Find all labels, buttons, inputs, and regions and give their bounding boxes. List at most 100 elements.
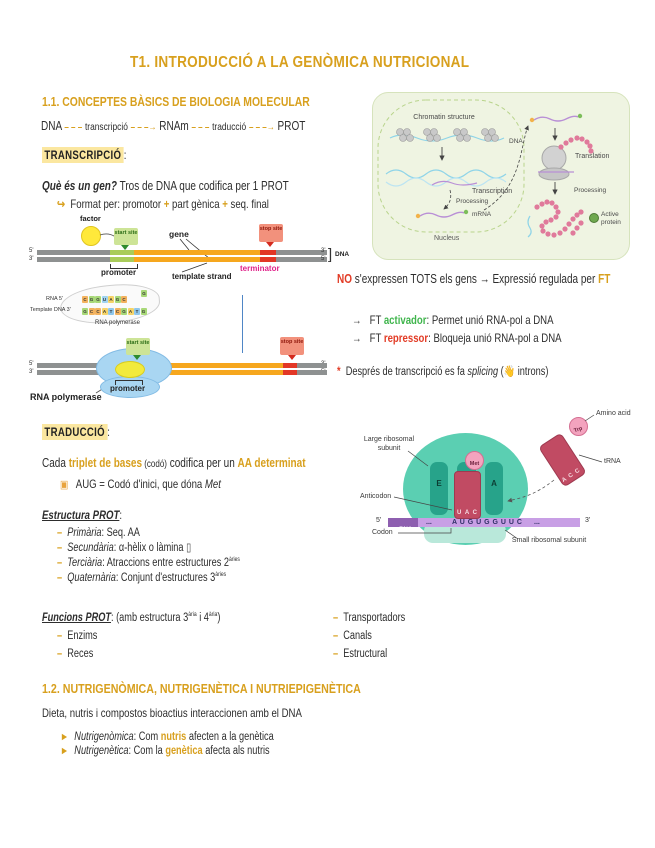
dna-strand-top-1 bbox=[37, 250, 327, 255]
section-1-2-heading-row: 1.2. NUTRIGENÒMICA, NUTRIGENÈTICA I NUTR… bbox=[42, 680, 431, 698]
rna-base: C bbox=[82, 296, 88, 303]
transcripcio-colon: : bbox=[123, 148, 127, 162]
funcions-title: Funcions PROT bbox=[42, 612, 111, 624]
missing-glyph-box-icon: ▯ bbox=[186, 542, 192, 554]
item-name: Primària bbox=[67, 527, 102, 539]
rna-base: A bbox=[108, 296, 114, 303]
funcions-right-1: – Transportadors bbox=[333, 608, 423, 626]
cell-dna-label: DNA bbox=[509, 138, 523, 145]
rna-base: G bbox=[114, 296, 121, 303]
gene-segment-2b bbox=[150, 370, 293, 375]
codon-gold-1: triplet de bases bbox=[68, 456, 143, 470]
folded-protein bbox=[534, 199, 584, 238]
promoter-bracket-1 bbox=[110, 264, 138, 269]
d2-five-left: 5' bbox=[29, 361, 34, 367]
dash-icon: – bbox=[57, 630, 63, 642]
inset-template-label: Template DNA 3' bbox=[30, 307, 71, 313]
ft-repressor-key: repressor bbox=[383, 331, 429, 345]
active-badge bbox=[589, 213, 599, 223]
ribosome-large bbox=[541, 145, 567, 171]
ft-activator-row: → FT activador: Permet unió RNA-pol a DN… bbox=[352, 311, 604, 329]
codon-gold-2: AA determinat bbox=[237, 456, 306, 470]
note-box-icon: ▣ bbox=[60, 479, 69, 491]
amino-acid-label: Amino acid bbox=[596, 410, 631, 417]
nucleosomes bbox=[396, 128, 499, 142]
active-protein-label-1: Active bbox=[601, 211, 619, 218]
ft-line-1: s'expressen TOTS els gens → Expressió re… bbox=[352, 272, 599, 286]
met-residue: Met bbox=[465, 451, 484, 470]
mrna-dots-right: ... bbox=[534, 519, 540, 526]
terminator-label: terminator bbox=[240, 264, 280, 273]
funcions-item: Reces bbox=[67, 648, 94, 660]
funcions-paren-3: ) bbox=[217, 612, 221, 624]
dash-icon: – bbox=[57, 648, 63, 660]
mrna-label: mRNA bbox=[472, 211, 492, 218]
codon-pre: Cada bbox=[42, 456, 69, 470]
template-strand-label: template strand bbox=[172, 272, 232, 281]
terminator-segment-2 bbox=[283, 363, 297, 368]
met-label: Met bbox=[469, 461, 480, 467]
chromatin-label: Chromatin structure bbox=[413, 114, 475, 121]
dash-icon: – bbox=[57, 527, 63, 539]
flow-dashes-1: – – – bbox=[64, 122, 83, 133]
estructura-item-4: – Quaternària: Conjunt d'estructures 3àr… bbox=[57, 568, 269, 586]
format-text-2: part gènica bbox=[172, 197, 220, 211]
anticodon-label: Anticodon bbox=[360, 493, 392, 500]
format-text-1: Format per: promotor bbox=[70, 197, 162, 211]
mrna-dots-left: ... bbox=[426, 519, 432, 526]
mrna-five: 5' bbox=[376, 517, 382, 524]
item-sup: àries bbox=[229, 556, 240, 564]
d1-five-right: 5' bbox=[321, 256, 326, 262]
dna-strand-bottom-2 bbox=[37, 370, 327, 375]
dash-icon: – bbox=[333, 630, 339, 642]
start-site-pointer-1 bbox=[121, 245, 129, 250]
transcripcio-label-row: TRANSCRIPCIÓ: bbox=[42, 146, 147, 164]
b2-rest: afecta als nutris bbox=[202, 745, 270, 757]
funcions-item: Estructural bbox=[343, 648, 388, 660]
inset-rna-label: RNA 5' bbox=[46, 296, 63, 302]
estructura-colon: : bbox=[119, 508, 123, 522]
start-site-box-2: start site bbox=[126, 338, 150, 355]
funcions-paren-2: i 4 bbox=[196, 612, 209, 624]
b1-key: nutris bbox=[160, 731, 187, 743]
stop-site-box-2: stop site bbox=[280, 337, 304, 355]
hook-arrow-icon: ↪ bbox=[57, 197, 66, 211]
dna-strand-bottom-1 bbox=[37, 257, 327, 262]
page-title: T1. INTRODUCCIÓ A LA GENÒMICA NUTRICIONA… bbox=[130, 54, 470, 71]
funcions-title-row: Funcions PROT: (amb estructura 3ària i 4… bbox=[42, 608, 265, 626]
mrna-label-box: mRNA bbox=[388, 518, 418, 533]
b2-key: genètica bbox=[165, 745, 203, 757]
processing-label-2: Processing bbox=[574, 187, 607, 194]
d1-three-left: 3' bbox=[29, 256, 34, 262]
splicing-word: splicing bbox=[467, 366, 499, 378]
estructura-title: Estructura PROT bbox=[42, 508, 120, 522]
dash-icon: – bbox=[333, 648, 339, 660]
dna-bracket-label: DNA bbox=[335, 251, 350, 258]
flow-dashes-2: – – – bbox=[191, 122, 210, 133]
ribosome-connectors bbox=[393, 414, 603, 540]
d1-five-left: 5' bbox=[29, 248, 34, 254]
section-1-1-heading: 1.1. CONCEPTES BÀSICS DE BIOLOGIA MOLECU… bbox=[42, 94, 310, 109]
template-base: C bbox=[88, 308, 95, 315]
estructura-title-row: Estructura PROT: bbox=[42, 506, 142, 524]
central-dogma-flow: DNA – – – transcripció – – –→ RNAm – – –… bbox=[41, 117, 371, 135]
promoter-oval bbox=[115, 361, 145, 378]
rna-polymerase-label: RNA polymerase bbox=[30, 392, 102, 402]
gene-expression-illustration: Chromatin structure DNA Transcription Pr… bbox=[372, 92, 630, 260]
b1-rest: afecten a la genètica bbox=[186, 731, 274, 743]
no-emphasis: NO bbox=[337, 272, 352, 286]
template-base: G bbox=[140, 308, 147, 315]
transcription-factor-circle bbox=[81, 226, 101, 246]
e-site-label: E bbox=[436, 479, 442, 488]
flow-arrow-1: – – –→ bbox=[130, 122, 157, 133]
flow-prot: PROT bbox=[277, 119, 306, 133]
aug-text: AUG = Codó d'inici, que dóna bbox=[75, 477, 205, 491]
splicing-note-row: * Després de transcripció es fa splicing… bbox=[337, 362, 601, 380]
s12-intro: Dieta, nutris i compostos bioactius inte… bbox=[42, 706, 302, 720]
funcions-sup-2: ària bbox=[208, 611, 218, 619]
rna-base: G bbox=[95, 296, 101, 303]
nutrigenomica-term: Nutrigenòmica bbox=[74, 731, 134, 743]
section-1-2-heading: 1.2. NUTRIGENÒMICA, NUTRIGENÈTICA I NUTR… bbox=[42, 681, 361, 696]
e-site: E bbox=[430, 462, 448, 515]
estructura-item-1: – Primària: Seq. AA bbox=[57, 523, 161, 541]
